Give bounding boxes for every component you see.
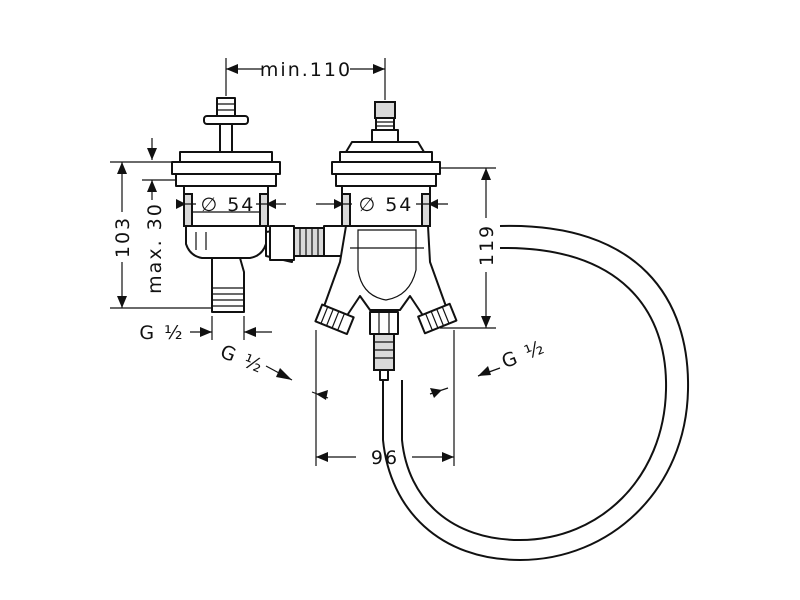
right-valve bbox=[314, 101, 458, 381]
dimension-max-depth: max. 30 bbox=[142, 138, 176, 294]
hose bbox=[382, 224, 690, 562]
thread-right-label: G ½ bbox=[499, 336, 549, 373]
dimension-thread-left: G ½ bbox=[139, 316, 272, 344]
max-depth-label: max. 30 bbox=[144, 202, 166, 294]
left-valve bbox=[171, 97, 325, 313]
dimension-right-height: 119 bbox=[440, 167, 498, 329]
dimension-min-spacing: min.110 bbox=[225, 58, 386, 100]
dimension-thread-middle: G ½ bbox=[217, 341, 329, 400]
dimension-right-diameter: ∅ 54 bbox=[316, 194, 448, 216]
dimension-thread-right: G ½ bbox=[429, 336, 549, 398]
thread-middle-label: G ½ bbox=[217, 341, 267, 378]
dimension-left-diameter: ∅ 54 bbox=[176, 194, 286, 216]
right-height-label: 119 bbox=[476, 224, 498, 266]
overall-height-label: 103 bbox=[112, 216, 134, 258]
right-diameter-label: ∅ 54 bbox=[359, 194, 414, 216]
dimension-outlet-spacing: 96 bbox=[315, 330, 455, 469]
dimension-overall-height: 103 bbox=[110, 161, 212, 309]
outlet-spacing-label: 96 bbox=[371, 447, 399, 469]
left-diameter-label: ∅ 54 bbox=[201, 194, 256, 216]
min-spacing-label: min.110 bbox=[260, 59, 352, 81]
thread-left-label: G ½ bbox=[139, 322, 184, 344]
